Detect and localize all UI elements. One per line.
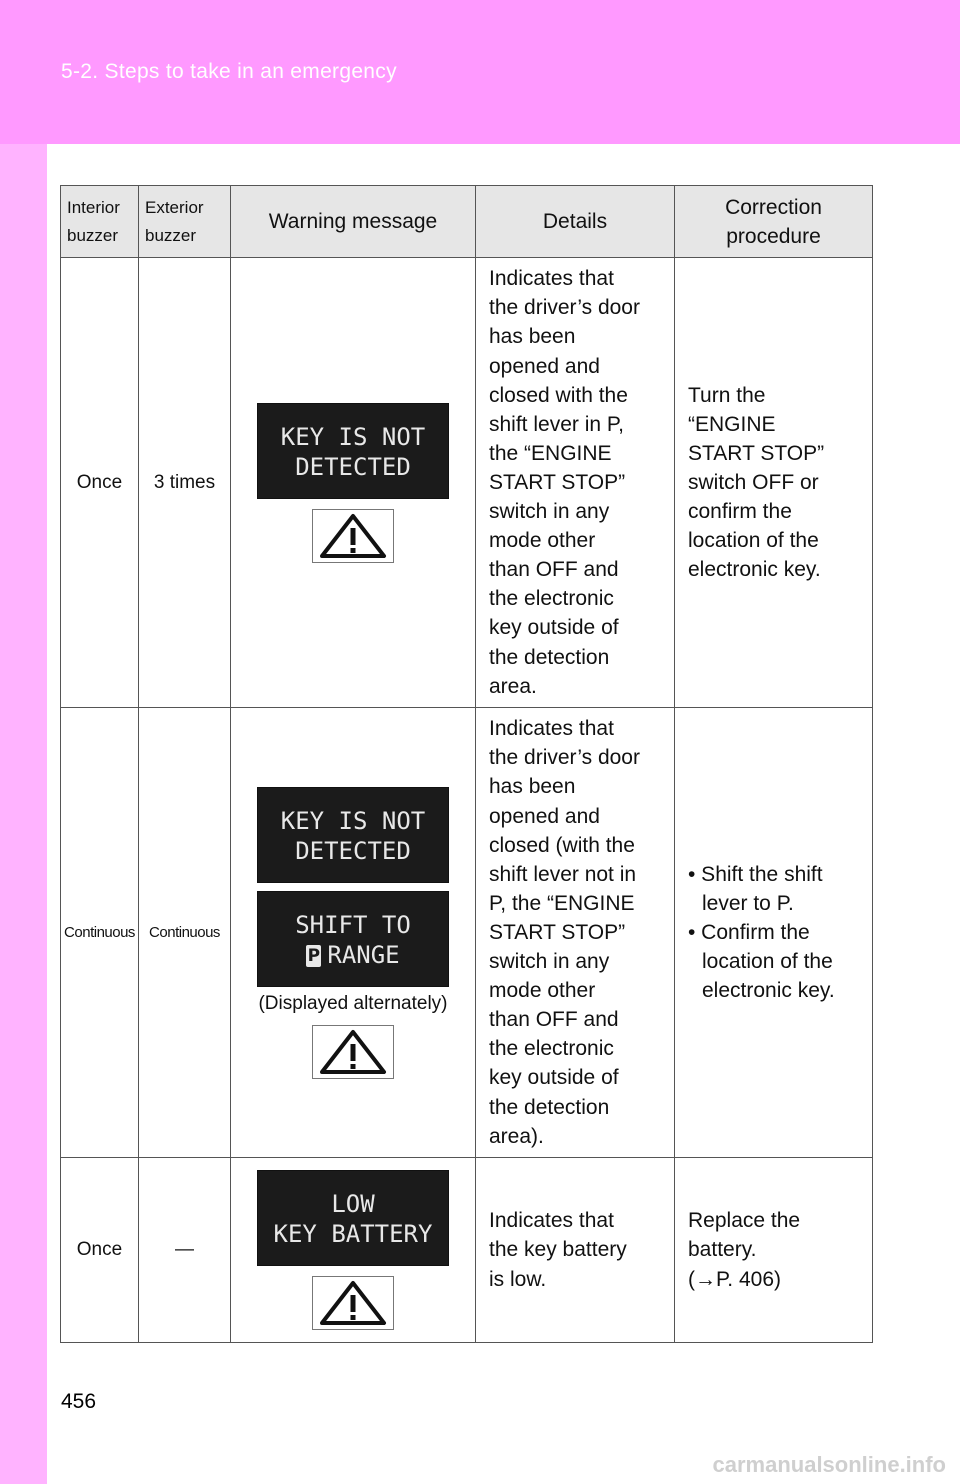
interior-buzzer-cell: Once: [60, 1157, 139, 1343]
interior-buzzer-cell: Continuous: [60, 707, 139, 1158]
chapter-header-bar: 5-2. Steps to take in an emergency: [0, 0, 960, 144]
display-screen: LOW KEY BATTERY: [257, 1170, 449, 1266]
exterior-buzzer-cell: —: [138, 1157, 231, 1343]
page-number: 456: [61, 1390, 97, 1413]
warning-message-cell: KEY IS NOT DETECTED: [230, 257, 476, 708]
header-details: Details: [475, 185, 675, 258]
warning-message-cell: LOW KEY BATTERY: [230, 1157, 476, 1343]
warning-indicator-box: [312, 508, 394, 563]
exclamation-triangle-icon: [320, 1281, 386, 1325]
display-screen: KEY IS NOT DETECTED: [257, 786, 449, 883]
warning-indicator-box: [312, 1024, 394, 1079]
display-screen: KEY IS NOT DETECTED: [257, 402, 449, 499]
header-warning-message: Warning message: [230, 185, 476, 258]
chapter-title: 5-2. Steps to take in an emergency: [61, 60, 397, 83]
display-note: (Displayed alternately): [258, 992, 448, 1014]
table-row: Once 3 times KEY IS NOT DETECTED Indicat…: [60, 257, 873, 708]
exterior-buzzer-cell: Continuous: [138, 707, 231, 1158]
warning-indicator-box: [312, 1276, 394, 1330]
park-position-icon: P: [306, 944, 322, 967]
watermark: carmanualsonline.info: [712, 1452, 947, 1477]
interior-buzzer-cell: Once: [60, 257, 139, 708]
exclamation-triangle-icon: [320, 1029, 386, 1074]
exterior-buzzer-cell: 3 times: [138, 257, 231, 708]
table-row: Continuous Continuous KEY IS NOT DETECTE…: [60, 707, 873, 1158]
exclamation-triangle-icon: [320, 513, 386, 558]
side-margin-strip: [0, 144, 47, 1484]
